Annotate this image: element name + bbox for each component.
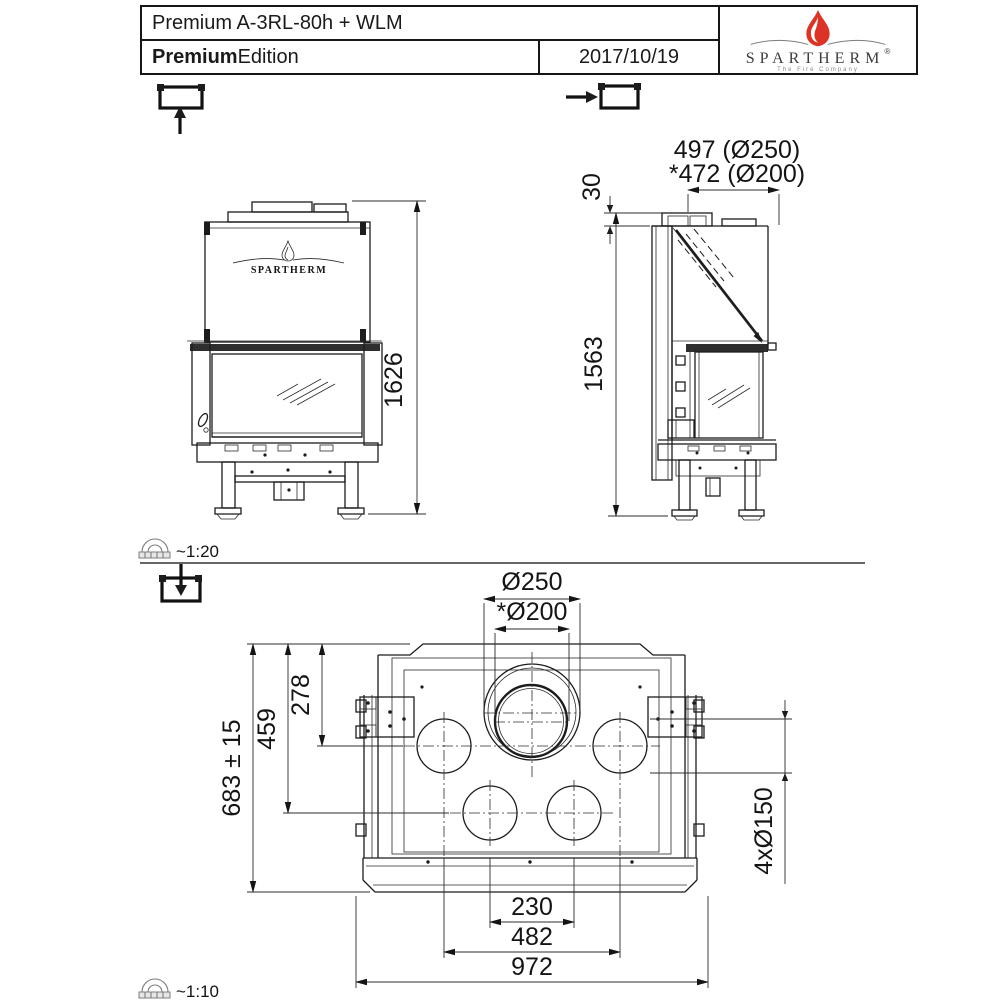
- right-bracket: [647, 696, 703, 738]
- front-view-drawing: SPARTHERM: [187, 200, 426, 520]
- edition-bold: Premium: [152, 45, 238, 68]
- dim-convection-holes: 4xØ150: [750, 787, 778, 875]
- model-name: Premium A-3RL-80h + WLM: [142, 7, 718, 41]
- left-bracket: [359, 696, 415, 738]
- dim-flue-depth-outer: 497 (Ø250): [674, 136, 800, 164]
- flame-icon: [750, 9, 886, 47]
- dim-width-total: 972: [511, 953, 553, 981]
- dim-width-mid: 482: [511, 923, 553, 951]
- front-logo-text: SPARTHERM: [251, 265, 327, 276]
- scale-note-plan: ~1:10: [138, 978, 219, 1000]
- scale-elevation-label: ~1:20: [176, 542, 219, 561]
- dim-depth-total: 683 ± 15: [218, 719, 246, 816]
- dim-overall-height: 1626: [380, 352, 408, 408]
- side-view-symbol: [566, 83, 641, 110]
- dim-front-to-row2: 459: [253, 708, 281, 750]
- brand-tagline: The Fire Company: [777, 67, 859, 73]
- plan-view-drawing: Ø250 *Ø200 683 ± 15 459 278 4x: [218, 568, 792, 988]
- scale-plan-label: ~1:10: [176, 982, 219, 1000]
- edition-regular: Edition: [237, 45, 299, 68]
- drawing-date: 2017/10/19: [578, 45, 680, 68]
- scale-note-elevation: ~1:20: [138, 538, 219, 561]
- brand-name: SPARTHERM®: [745, 44, 891, 67]
- dim-front-to-row1: 278: [287, 674, 315, 716]
- dim-body-height: 1563: [580, 336, 608, 392]
- dim-collar-height: 30: [578, 173, 606, 201]
- brand-logo: SPARTHERM® The Fire Company: [720, 7, 916, 73]
- side-view-drawing: 497 (Ø250) *472 (Ø200) 30 1563: [578, 136, 805, 521]
- registered-mark: ®: [884, 47, 891, 56]
- bottom-view-symbol: [159, 564, 202, 603]
- brand-text: SPARTHERM: [745, 50, 885, 67]
- front-view-symbol: [157, 84, 205, 134]
- front-logo: SPARTHERM: [232, 239, 345, 276]
- dim-flue-depth-inner: *472 (Ø200): [669, 160, 805, 188]
- dim-flue-inner: *Ø200: [497, 598, 568, 626]
- dim-width-inner: 230: [511, 893, 553, 921]
- door-handle: [197, 412, 209, 428]
- dim-flue-outer: Ø250: [501, 568, 562, 596]
